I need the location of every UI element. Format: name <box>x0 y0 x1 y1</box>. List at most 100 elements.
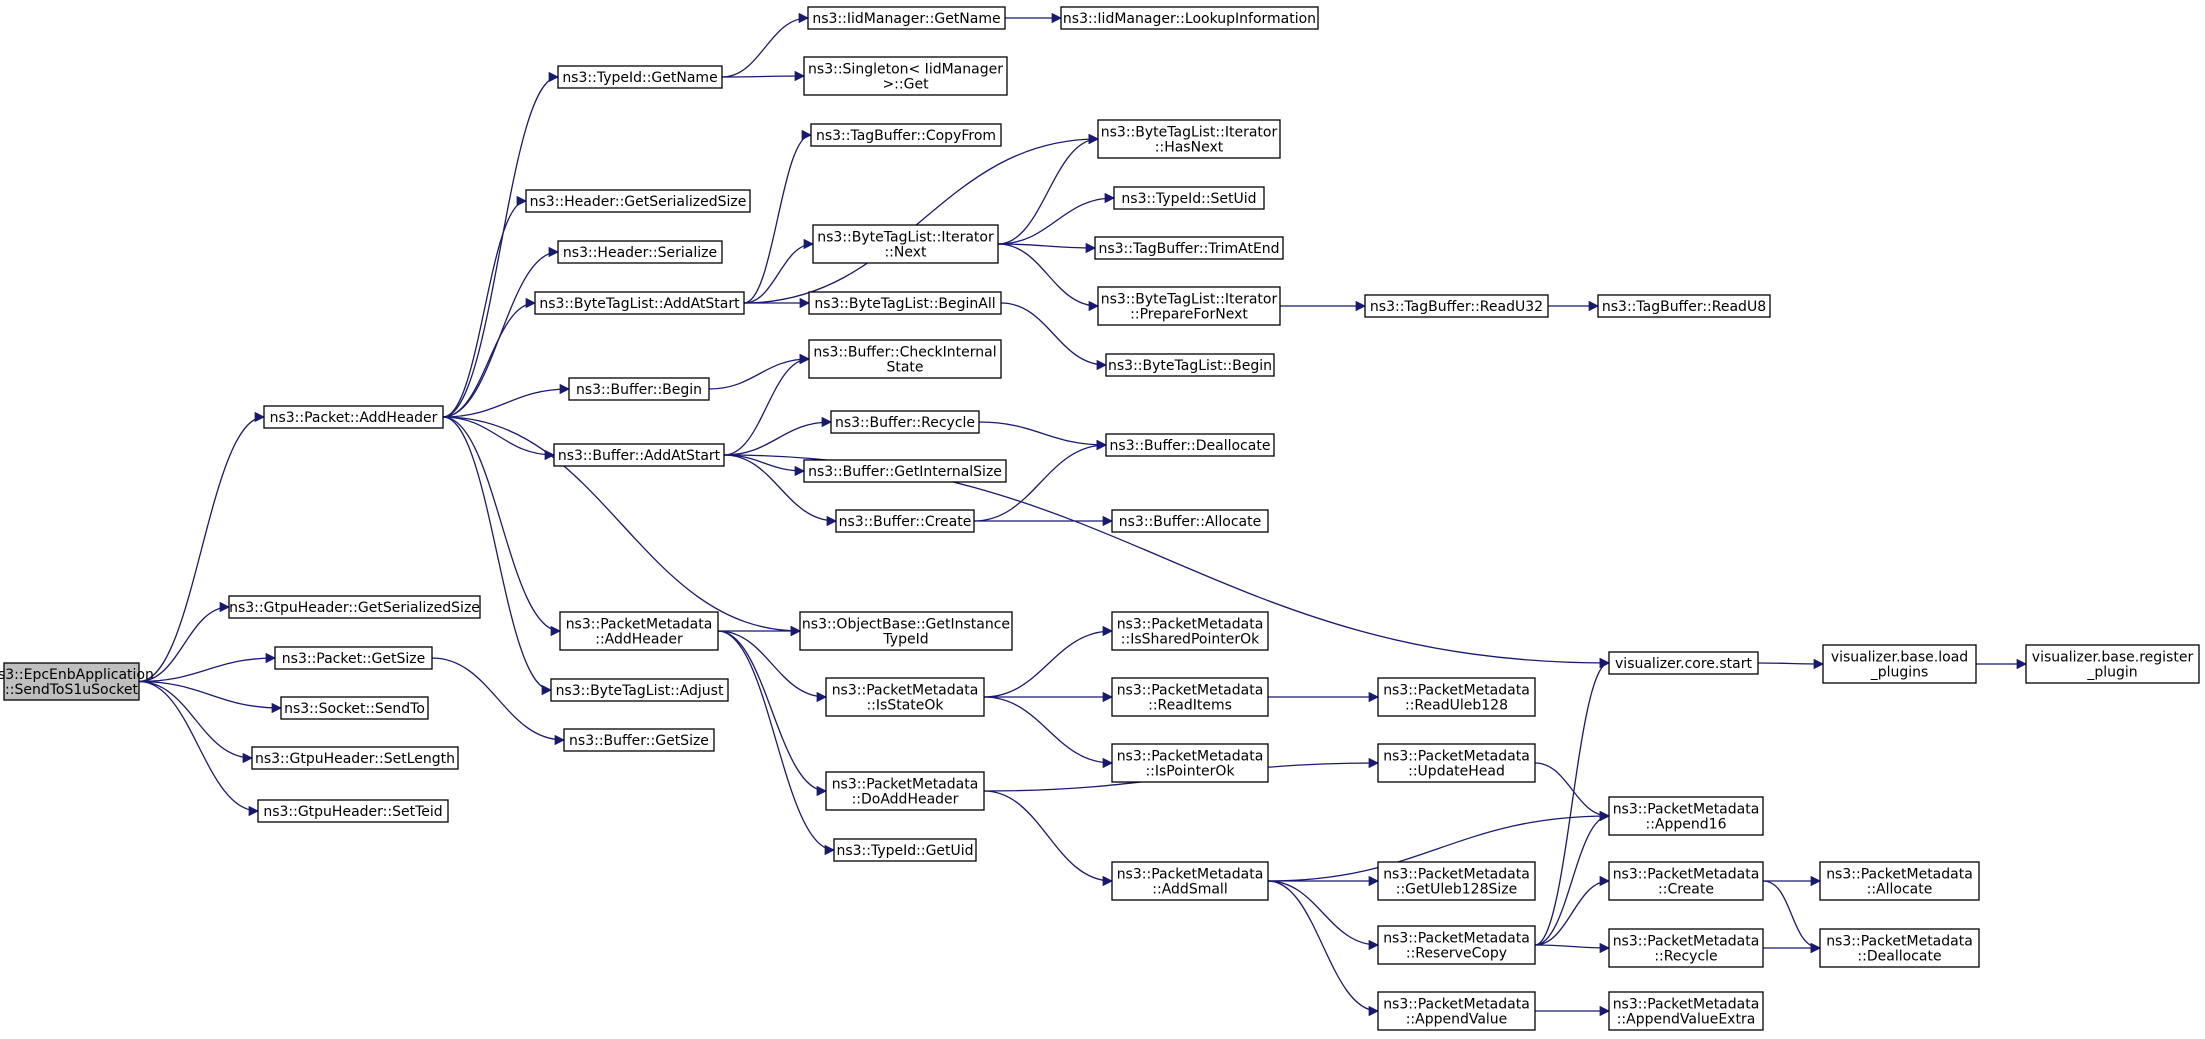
node-pm-getuleb128size[interactable]: ns3::PacketMetadata::GetUleb128Size <box>1377 861 1536 901</box>
node-label: ns3::TagBuffer::TrimAtEnd <box>1098 241 1279 257</box>
node-gtpu-setlength[interactable]: ns3::GtpuHeader::SetLength <box>251 746 459 770</box>
node-header-serialize[interactable]: ns3::Header::Serialize <box>557 240 723 264</box>
node-box <box>553 443 725 467</box>
node-tagbuffer-readu32[interactable]: ns3::TagBuffer::ReadU32 <box>1364 294 1549 318</box>
node-label: ns3::GtpuHeader::SetTeid <box>263 804 442 820</box>
node-box <box>1377 925 1536 965</box>
node-tagbuffer-trimatend[interactable]: ns3::TagBuffer::TrimAtEnd <box>1094 236 1284 260</box>
node-buffer-allocate[interactable]: ns3::Buffer::Allocate <box>1111 509 1269 533</box>
node-label: ::IsPointerOk <box>1145 764 1235 780</box>
node-btl-beginall[interactable]: ns3::ByteTagList::BeginAll <box>808 291 1002 315</box>
node-box <box>833 838 977 862</box>
node-pm-addsmall[interactable]: ns3::PacketMetadata::AddSmall <box>1111 861 1269 901</box>
node-buffer-create[interactable]: ns3::Buffer::Create <box>835 509 975 533</box>
node-label: ns3::Header::Serialize <box>563 245 717 261</box>
node-box <box>825 771 985 811</box>
node-tagbuffer-readu8[interactable]: ns3::TagBuffer::ReadU8 <box>1597 294 1771 318</box>
node-packet-addheader[interactable]: ns3::Packet::AddHeader <box>263 405 444 429</box>
node-tagbuffer-copyfrom[interactable]: ns3::TagBuffer::CopyFrom <box>810 123 1002 147</box>
node-pm-recycle[interactable]: ns3::PacketMetadata::Recycle <box>1608 928 1764 968</box>
node-box <box>1094 236 1284 260</box>
node-btli-next[interactable]: ns3::ByteTagList::Iterator::Next <box>812 224 999 264</box>
node-buffer-recycle[interactable]: ns3::Buffer::Recycle <box>830 410 980 434</box>
node-label: ns3::TagBuffer::CopyFrom <box>816 128 996 144</box>
node-viz-core-start[interactable]: visualizer.core.start <box>1608 651 1759 675</box>
node-pm-readuleb128[interactable]: ns3::PacketMetadata::ReadUleb128 <box>1377 677 1536 717</box>
node-pm-doaddheader[interactable]: ns3::PacketMetadata::DoAddHeader <box>825 771 985 811</box>
node-box <box>1377 743 1536 783</box>
node-pm-addheader[interactable]: ns3::PacketMetadata::AddHeader <box>559 611 719 651</box>
node-pm-create[interactable]: ns3::PacketMetadata::Create <box>1608 861 1764 901</box>
call-edge-btl-addatstart-to-btli-hasnext <box>743 133 1100 304</box>
node-label: ns3::PacketMetadata <box>832 683 979 699</box>
node-buffer-addatstart[interactable]: ns3::Buffer::AddAtStart <box>553 443 725 467</box>
node-buffer-deallocate[interactable]: ns3::Buffer::Deallocate <box>1105 433 1275 457</box>
node-box <box>835 509 975 533</box>
node-pm-updatehead[interactable]: ns3::PacketMetadata::UpdateHead <box>1377 743 1536 783</box>
node-buffer-begin[interactable]: ns3::Buffer::Begin <box>568 377 710 401</box>
node-label: ns3::Buffer::Allocate <box>1119 514 1262 530</box>
node-box <box>1097 286 1281 326</box>
node-viz-base-register-plugin[interactable]: visualizer.base.register_plugin <box>2025 644 2200 684</box>
call-edge-packet-addheader-to-buffer-addatstart <box>442 416 556 461</box>
node-label: TypeId <box>882 632 928 648</box>
node-gtpu-getserializedsize[interactable]: ns3::GtpuHeader::GetSerializedSize <box>228 595 481 619</box>
node-iid-lookup[interactable]: ns3::IidManager::LookupInformation <box>1060 6 1319 30</box>
call-edge-pm-addheader-to-pm-doaddheader <box>717 630 828 797</box>
node-label: ns3::Buffer::GetInternalSize <box>808 464 1002 480</box>
node-box <box>825 677 985 717</box>
node-viz-base-load-plugins[interactable]: visualizer.base.load_plugins <box>1822 644 1977 684</box>
node-label: ::Create <box>1658 882 1714 898</box>
node-label: ::Deallocate <box>1857 949 1941 965</box>
node-btl-adjust[interactable]: ns3::ByteTagList::Adjust <box>550 678 729 702</box>
node-singleton-get[interactable]: ns3::Singleton< IidManager>::Get <box>803 56 1008 96</box>
node-label: ns3::PacketMetadata <box>1613 802 1760 818</box>
node-pm-deallocate[interactable]: ns3::PacketMetadata::Deallocate <box>1819 928 1980 968</box>
node-box <box>1608 651 1759 675</box>
node-pm-appendvalue[interactable]: ns3::PacketMetadata::AppendValue <box>1377 991 1536 1031</box>
node-label: ns3::PacketMetadata <box>1383 749 1530 765</box>
node-pm-append16[interactable]: ns3::PacketMetadata::Append16 <box>1608 796 1764 836</box>
node-btl-addatstart[interactable]: ns3::ByteTagList::AddAtStart <box>534 291 745 315</box>
node-label: ::AddHeader <box>595 632 683 648</box>
node-gtpu-setteid[interactable]: ns3::GtpuHeader::SetTeid <box>257 799 449 823</box>
node-box <box>807 6 1006 30</box>
node-btli-hasnext[interactable]: ns3::ByteTagList::Iterator::HasNext <box>1097 119 1281 159</box>
node-typeid-getuid[interactable]: ns3::TypeId::GetUid <box>833 838 977 862</box>
node-pm-issharedpointerok[interactable]: ns3::PacketMetadata::IsSharedPointerOk <box>1111 611 1269 651</box>
node-btli-preparefornext[interactable]: ns3::ByteTagList::Iterator::PrepareForNe… <box>1097 286 1281 326</box>
node-typeid-getname[interactable]: ns3::TypeId::GetName <box>557 65 723 89</box>
call-edge-btli-next-to-tagbuffer-trimatend <box>997 242 1097 254</box>
node-box <box>1608 928 1764 968</box>
node-buffer-getinternalsize[interactable]: ns3::Buffer::GetInternalSize <box>803 459 1007 483</box>
node-pm-readitems[interactable]: ns3::PacketMetadata::ReadItems <box>1111 677 1269 717</box>
node-label: >::Get <box>882 77 929 93</box>
node-box <box>1597 294 1771 318</box>
node-label: ns3::PacketMetadata <box>1613 867 1760 883</box>
call-edge-pm-reservecopy-to-viz-core-start <box>1534 657 1611 946</box>
call-edge-packet-addheader-to-pm-addheader <box>442 416 562 637</box>
node-box <box>568 377 710 401</box>
node-pm-reservecopy[interactable]: ns3::PacketMetadata::ReserveCopy <box>1377 925 1536 965</box>
node-pm-appendvalueextra[interactable]: ns3::PacketMetadata::AppendValueExtra <box>1608 991 1764 1031</box>
node-pm-allocate[interactable]: ns3::PacketMetadata::Allocate <box>1819 861 1980 901</box>
node-pm-ispointerok[interactable]: ns3::PacketMetadata::IsPointerOk <box>1111 743 1269 783</box>
node-box <box>1111 509 1269 533</box>
node-socket-sendto[interactable]: ns3::Socket::SendTo <box>280 696 429 720</box>
node-box <box>3 662 140 701</box>
node-buffer-getsize[interactable]: ns3::Buffer::GetSize <box>563 728 715 752</box>
node-iid-getname[interactable]: ns3::IidManager::GetName <box>807 6 1006 30</box>
node-pm-isstateok[interactable]: ns3::PacketMetadata::IsStateOk <box>825 677 985 717</box>
node-packet-getsize[interactable]: ns3::Packet::GetSize <box>274 646 433 670</box>
node-header-getserializedsize[interactable]: ns3::Header::GetSerializedSize <box>525 189 751 213</box>
node-label: ::DoAddHeader <box>852 792 959 808</box>
node-btl-begin[interactable]: ns3::ByteTagList::Begin <box>1105 353 1275 377</box>
call-edge-epc-sendtos1u-to-gtpu-setlength <box>138 680 254 764</box>
node-typeid-setuid[interactable]: ns3::TypeId::SetUid <box>1113 186 1265 210</box>
node-label: ::AddSmall <box>1152 882 1227 898</box>
node-epc-sendtos1u[interactable]: ns3::EpcEnbApplication::SendToS1uSocket <box>0 662 154 701</box>
node-box <box>559 611 719 651</box>
node-label: ns3::Packet::GetSize <box>282 651 425 667</box>
